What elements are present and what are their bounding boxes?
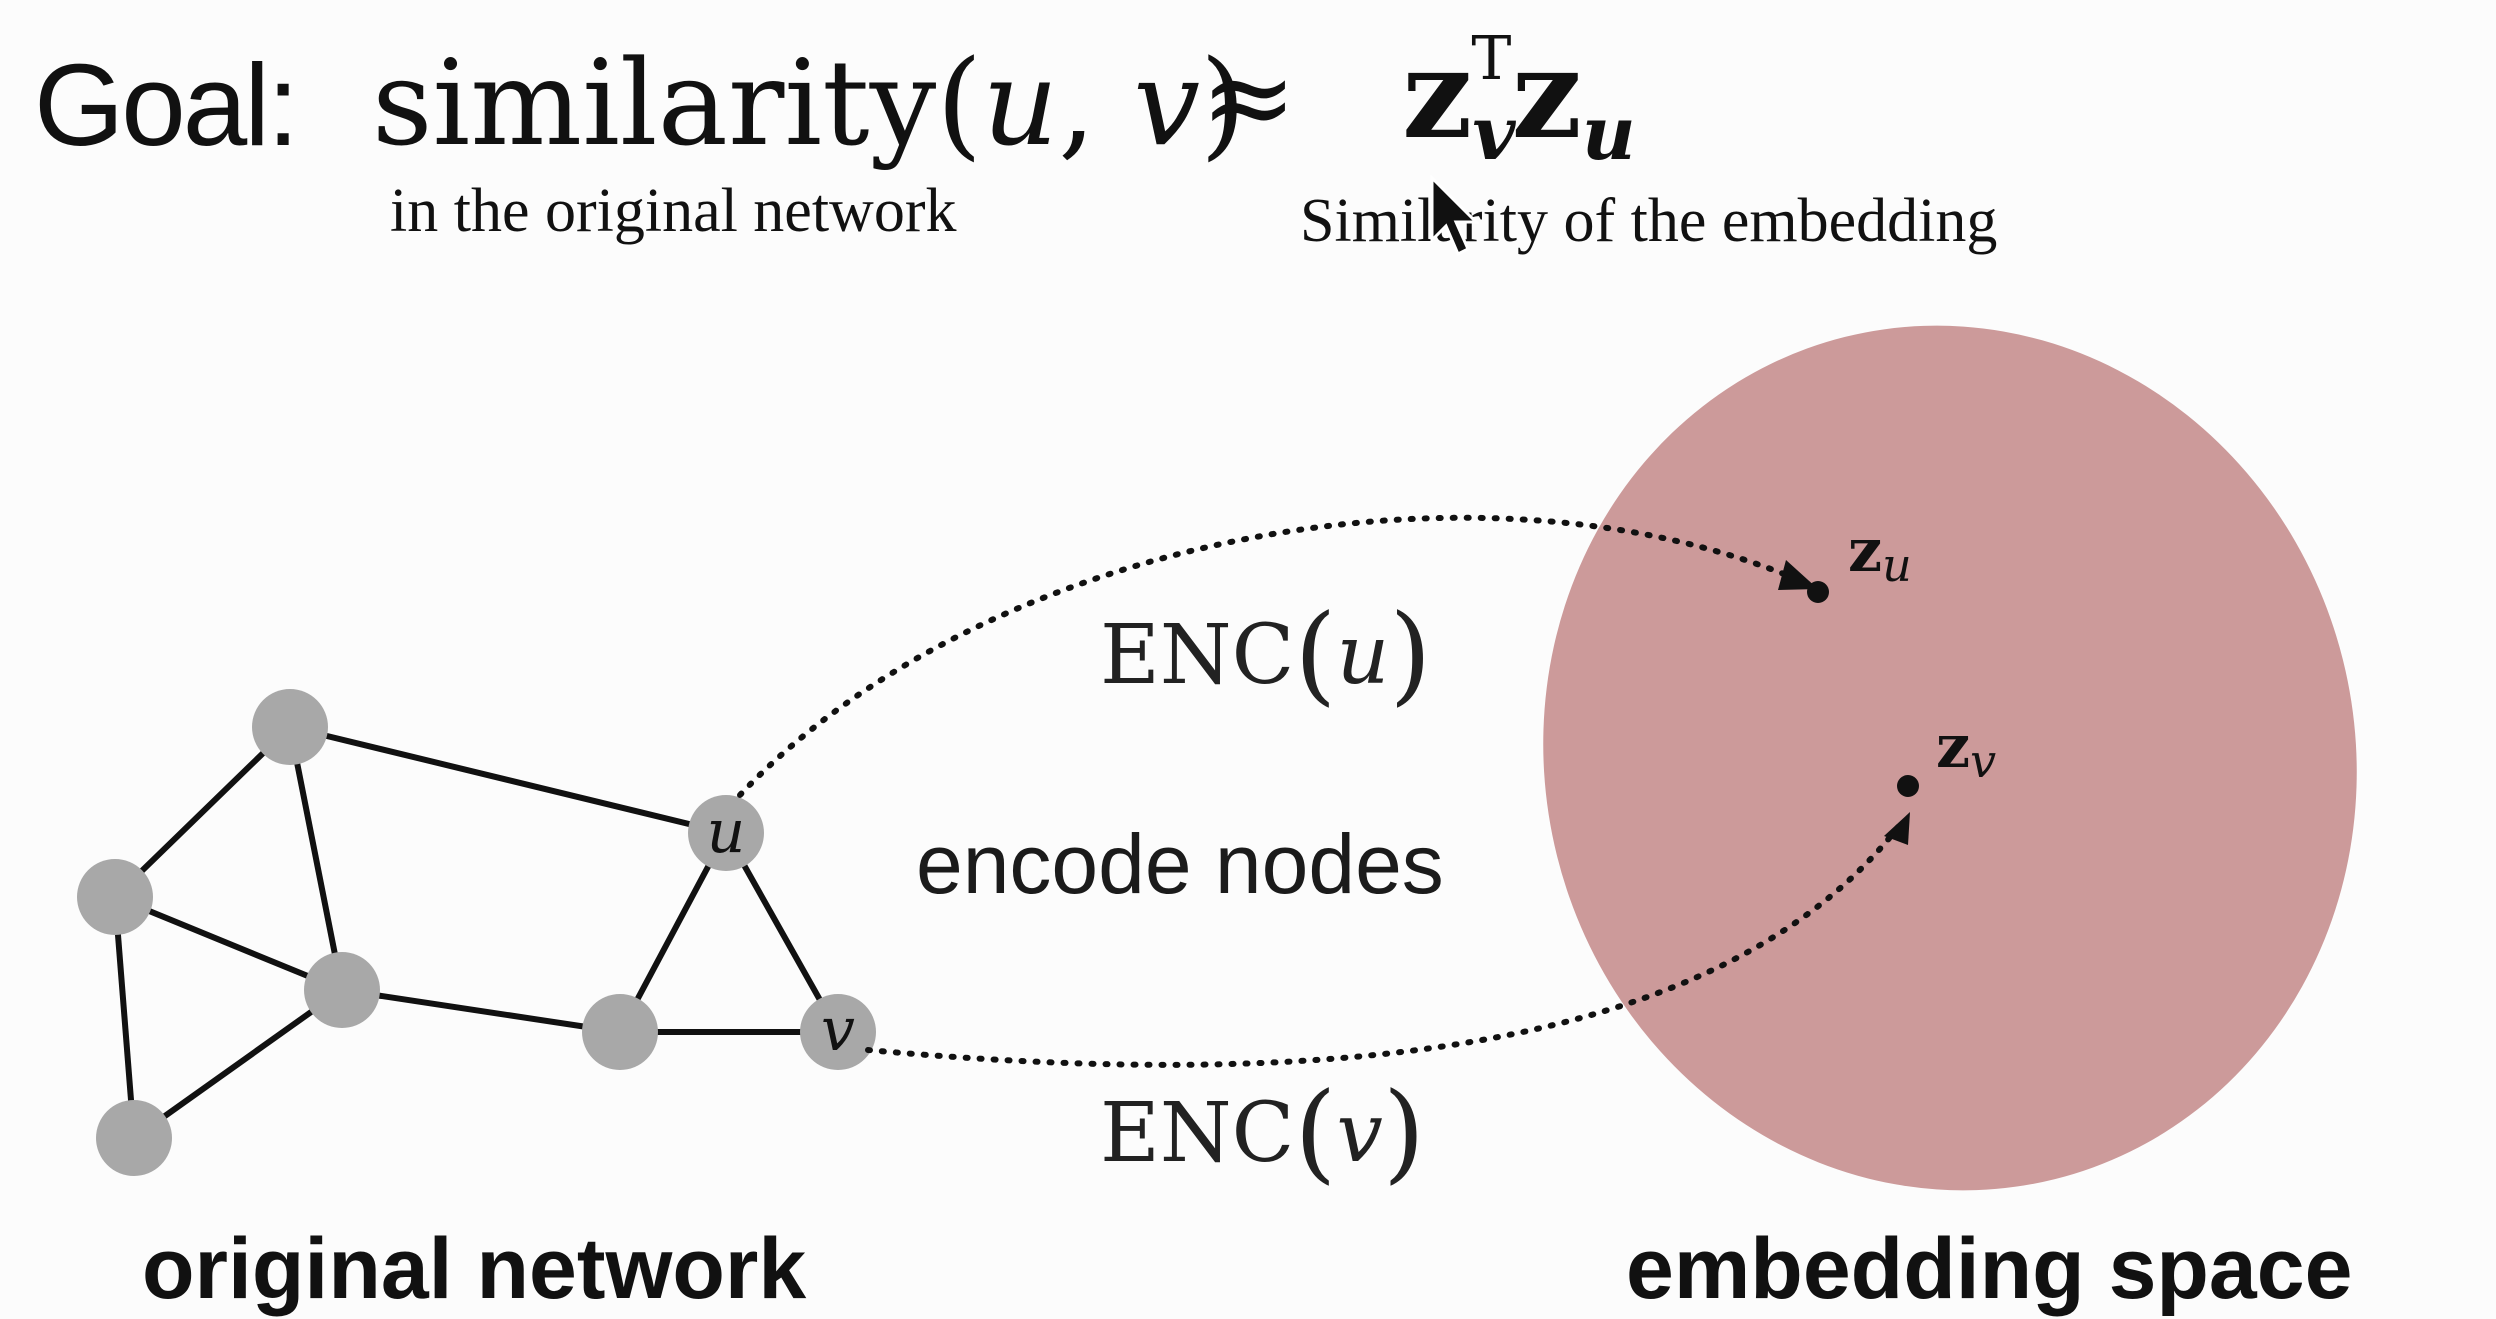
edge — [112, 896, 137, 1139]
enc-arg-v: v — [1336, 1086, 1383, 1181]
graph-node — [582, 994, 658, 1070]
edge — [132, 987, 344, 1141]
zu-main: z — [1848, 516, 1883, 586]
node-v-label: v — [821, 995, 855, 1065]
z-u-subscript: u — [1581, 91, 1636, 177]
edge — [113, 894, 344, 993]
paren-close: ) — [1382, 1070, 1425, 1195]
graph-node — [96, 1100, 172, 1176]
graph-node — [252, 689, 328, 765]
note-original-network: in the original network — [390, 177, 957, 245]
label-original-network: original network — [142, 1221, 807, 1317]
enc-func: ENC — [1100, 608, 1295, 703]
label-embedding-space: embedding space — [1626, 1221, 2353, 1317]
embedding-space-blob — [1543, 325, 2357, 1191]
paren-open: ( — [1294, 1070, 1337, 1195]
graph-node-u — [688, 795, 764, 871]
mouse-pointer-icon — [1430, 174, 1480, 257]
arrowhead-u — [1778, 560, 1818, 590]
graph-edges — [112, 724, 841, 1141]
graph-nodes — [77, 689, 876, 1176]
embedding-point-zu — [1807, 581, 1829, 603]
zv-label: zv — [1936, 712, 1996, 788]
zu-label: zu — [1848, 516, 1912, 592]
open-paren: ( — [936, 34, 983, 172]
approx-symbol: ≈ — [1200, 30, 1298, 165]
enc-func: ENC — [1100, 1086, 1295, 1181]
edge — [341, 987, 621, 1035]
graph-node-v — [800, 994, 876, 1070]
node-u-label: u — [707, 797, 746, 867]
similarity-word: similarity — [372, 34, 937, 172]
graph-node — [304, 952, 380, 1028]
similarity-expression: similarity(u, v) — [372, 34, 1246, 172]
zu-sub: u — [1882, 538, 1912, 592]
embedding-point-zv — [1897, 775, 1919, 797]
edge — [112, 724, 293, 900]
edge — [289, 724, 727, 836]
zv-sub: v — [1970, 734, 1997, 788]
var-v: v — [1133, 34, 1200, 172]
z-v: z — [1402, 22, 1473, 167]
enc-v-label: ENC(v) — [1100, 1070, 1425, 1195]
goal-label: Goal: — [34, 40, 299, 170]
comma: , — [1058, 34, 1134, 172]
edge — [287, 726, 345, 991]
encode-arrow-v — [865, 819, 1905, 1068]
enc-arg-u: u — [1336, 608, 1390, 703]
zv-main: z — [1936, 712, 1971, 782]
z-v-subscript: v — [1472, 91, 1516, 177]
paren-close: ) — [1389, 592, 1432, 717]
graph-node — [77, 859, 153, 935]
arrowhead-v — [1884, 812, 1910, 845]
close-paren: ) — [1200, 34, 1247, 172]
edge — [723, 831, 841, 1034]
transpose-superscript: T — [1471, 24, 1512, 94]
var-u: u — [982, 34, 1059, 172]
paren-open: ( — [1294, 592, 1337, 717]
embedding-dot-product: zvTzu — [1402, 22, 1636, 177]
note-embedding-similarity: Similarity of the embedding — [1300, 187, 1998, 255]
z-u: z — [1511, 22, 1582, 167]
encode-nodes-label: encode nodes — [916, 817, 1444, 911]
enc-u-label: ENC(u) — [1100, 592, 1431, 717]
